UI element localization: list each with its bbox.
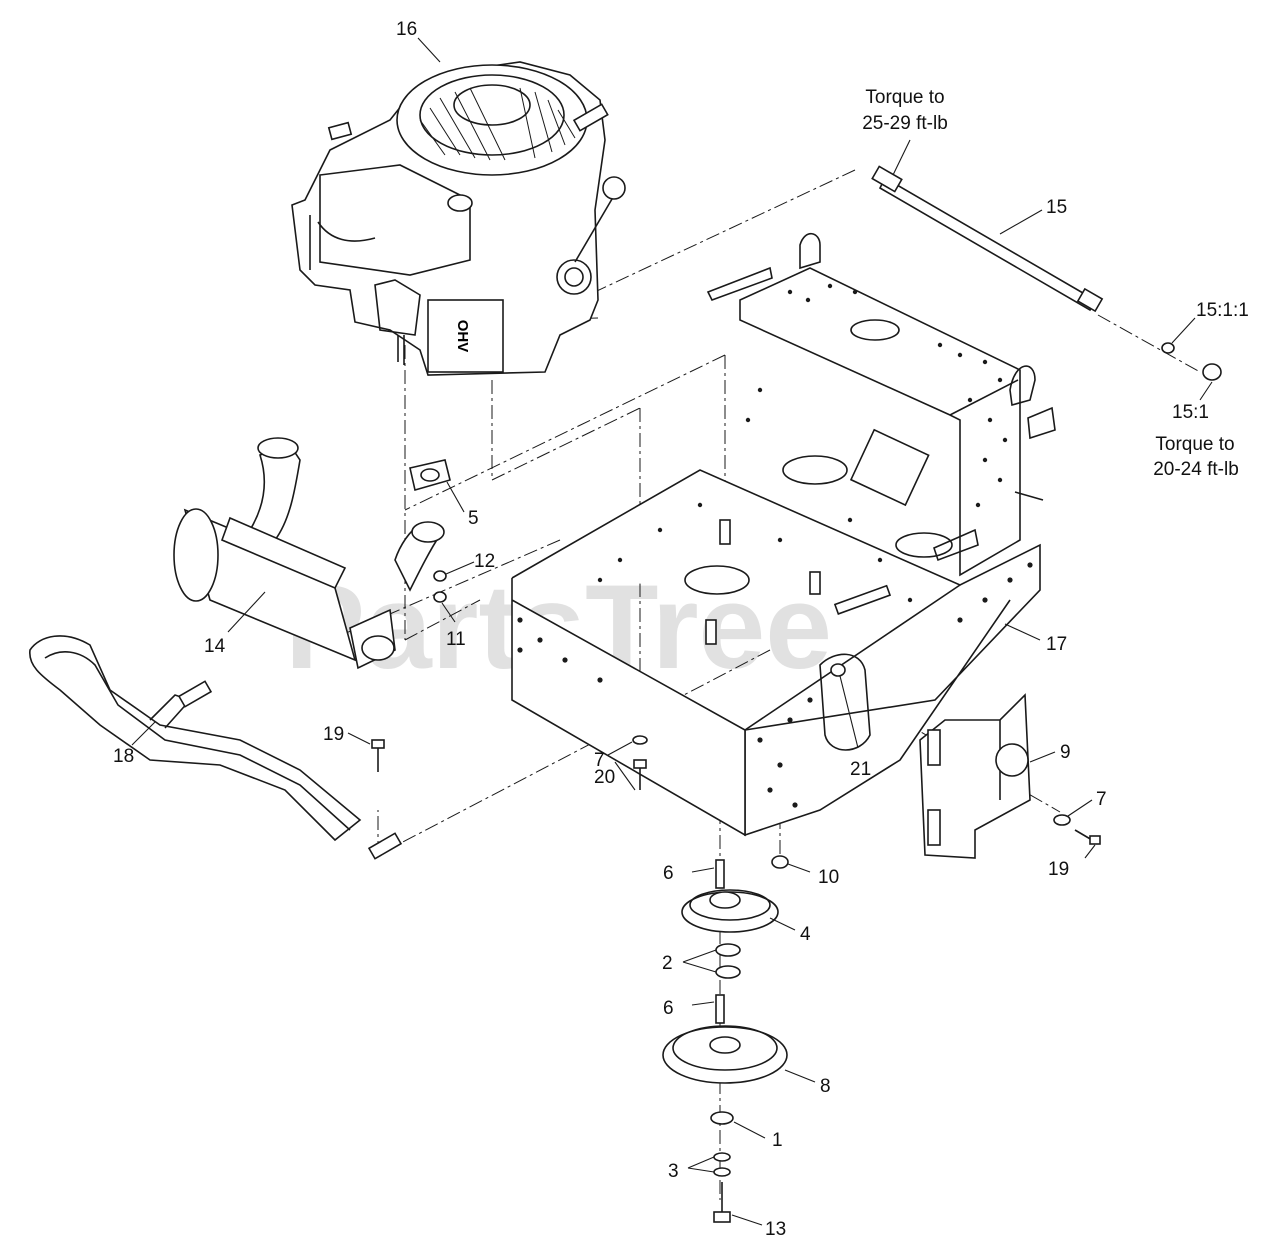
drain-plug — [1202, 363, 1222, 381]
torque-note-right-line1: Torque to — [1155, 434, 1234, 455]
lock-washer-b — [713, 1167, 731, 1177]
torque-notes: Torque to 25-29 ft-lb Torque to 20-24 ft… — [862, 87, 1239, 480]
callout-13: 13 — [765, 1219, 786, 1240]
callout-9: 9 — [1060, 742, 1071, 763]
drain-washer — [1161, 342, 1175, 354]
key-upper — [715, 859, 725, 889]
engine-decal: OHV — [454, 320, 471, 353]
callout-labels: 16 15 15:1:1 15:1 5 12 11 14 17 19 18 7 … — [113, 19, 1249, 1240]
callout-12: 12 — [474, 551, 495, 572]
callout-15-1: 15:1 — [1172, 402, 1209, 423]
callout-16: 16 — [396, 19, 417, 40]
callout-19-right: 19 — [1048, 859, 1069, 880]
gasket — [409, 459, 451, 492]
callout-10: 10 — [818, 867, 839, 888]
callout-21: 21 — [850, 759, 871, 780]
callout-8: 8 — [820, 1076, 831, 1097]
callout-6-upper: 6 — [663, 863, 674, 884]
key-lower — [715, 994, 725, 1024]
callout-15: 15 — [1046, 197, 1067, 218]
callout-1: 1 — [772, 1130, 783, 1151]
callout-14: 14 — [204, 636, 226, 657]
washer — [632, 735, 648, 745]
flange-nut — [433, 570, 447, 582]
callout-4: 4 — [800, 924, 811, 945]
bolt-20 — [633, 759, 647, 790]
nut — [433, 591, 447, 603]
bracket — [919, 693, 1031, 859]
loop-bumper — [29, 635, 403, 860]
bolt-right — [1074, 829, 1101, 845]
bolt-13 — [713, 1182, 731, 1223]
torque-note-top-line2: 25-29 ft-lb — [862, 113, 948, 134]
callout-15-1-1: 15:1:1 — [1196, 300, 1249, 321]
engine: OHV — [291, 61, 626, 376]
callout-7-left: 7 — [594, 750, 605, 771]
nut-10 — [771, 855, 789, 869]
callout-6-lower: 6 — [663, 998, 674, 1019]
callout-20: 20 — [594, 767, 615, 788]
idler-pulley — [681, 889, 779, 933]
torque-note-right-line2: 20-24 ft-lb — [1153, 459, 1239, 480]
callout-19-left: 19 — [323, 724, 344, 745]
bolt-left — [371, 739, 385, 772]
slot-nut — [830, 663, 846, 677]
spacer-a — [715, 943, 741, 957]
frame — [511, 232, 1056, 837]
spacer-b — [715, 965, 741, 979]
muffler — [173, 437, 445, 670]
oil-drain-hose — [871, 165, 1104, 313]
callout-5: 5 — [468, 508, 479, 529]
callout-2: 2 — [662, 953, 673, 974]
torque-note-top-line1: Torque to — [865, 87, 944, 108]
callout-7-right: 7 — [1096, 789, 1107, 810]
washer-right — [1053, 814, 1071, 826]
callout-3: 3 — [668, 1161, 679, 1182]
washer-1 — [710, 1111, 734, 1125]
leader-lines — [131, 37, 1213, 1226]
callout-17: 17 — [1046, 634, 1067, 655]
drive-pulley — [662, 1025, 788, 1084]
lock-washer-a — [713, 1152, 731, 1162]
callout-11: 11 — [446, 629, 466, 650]
callout-18: 18 — [113, 746, 134, 767]
